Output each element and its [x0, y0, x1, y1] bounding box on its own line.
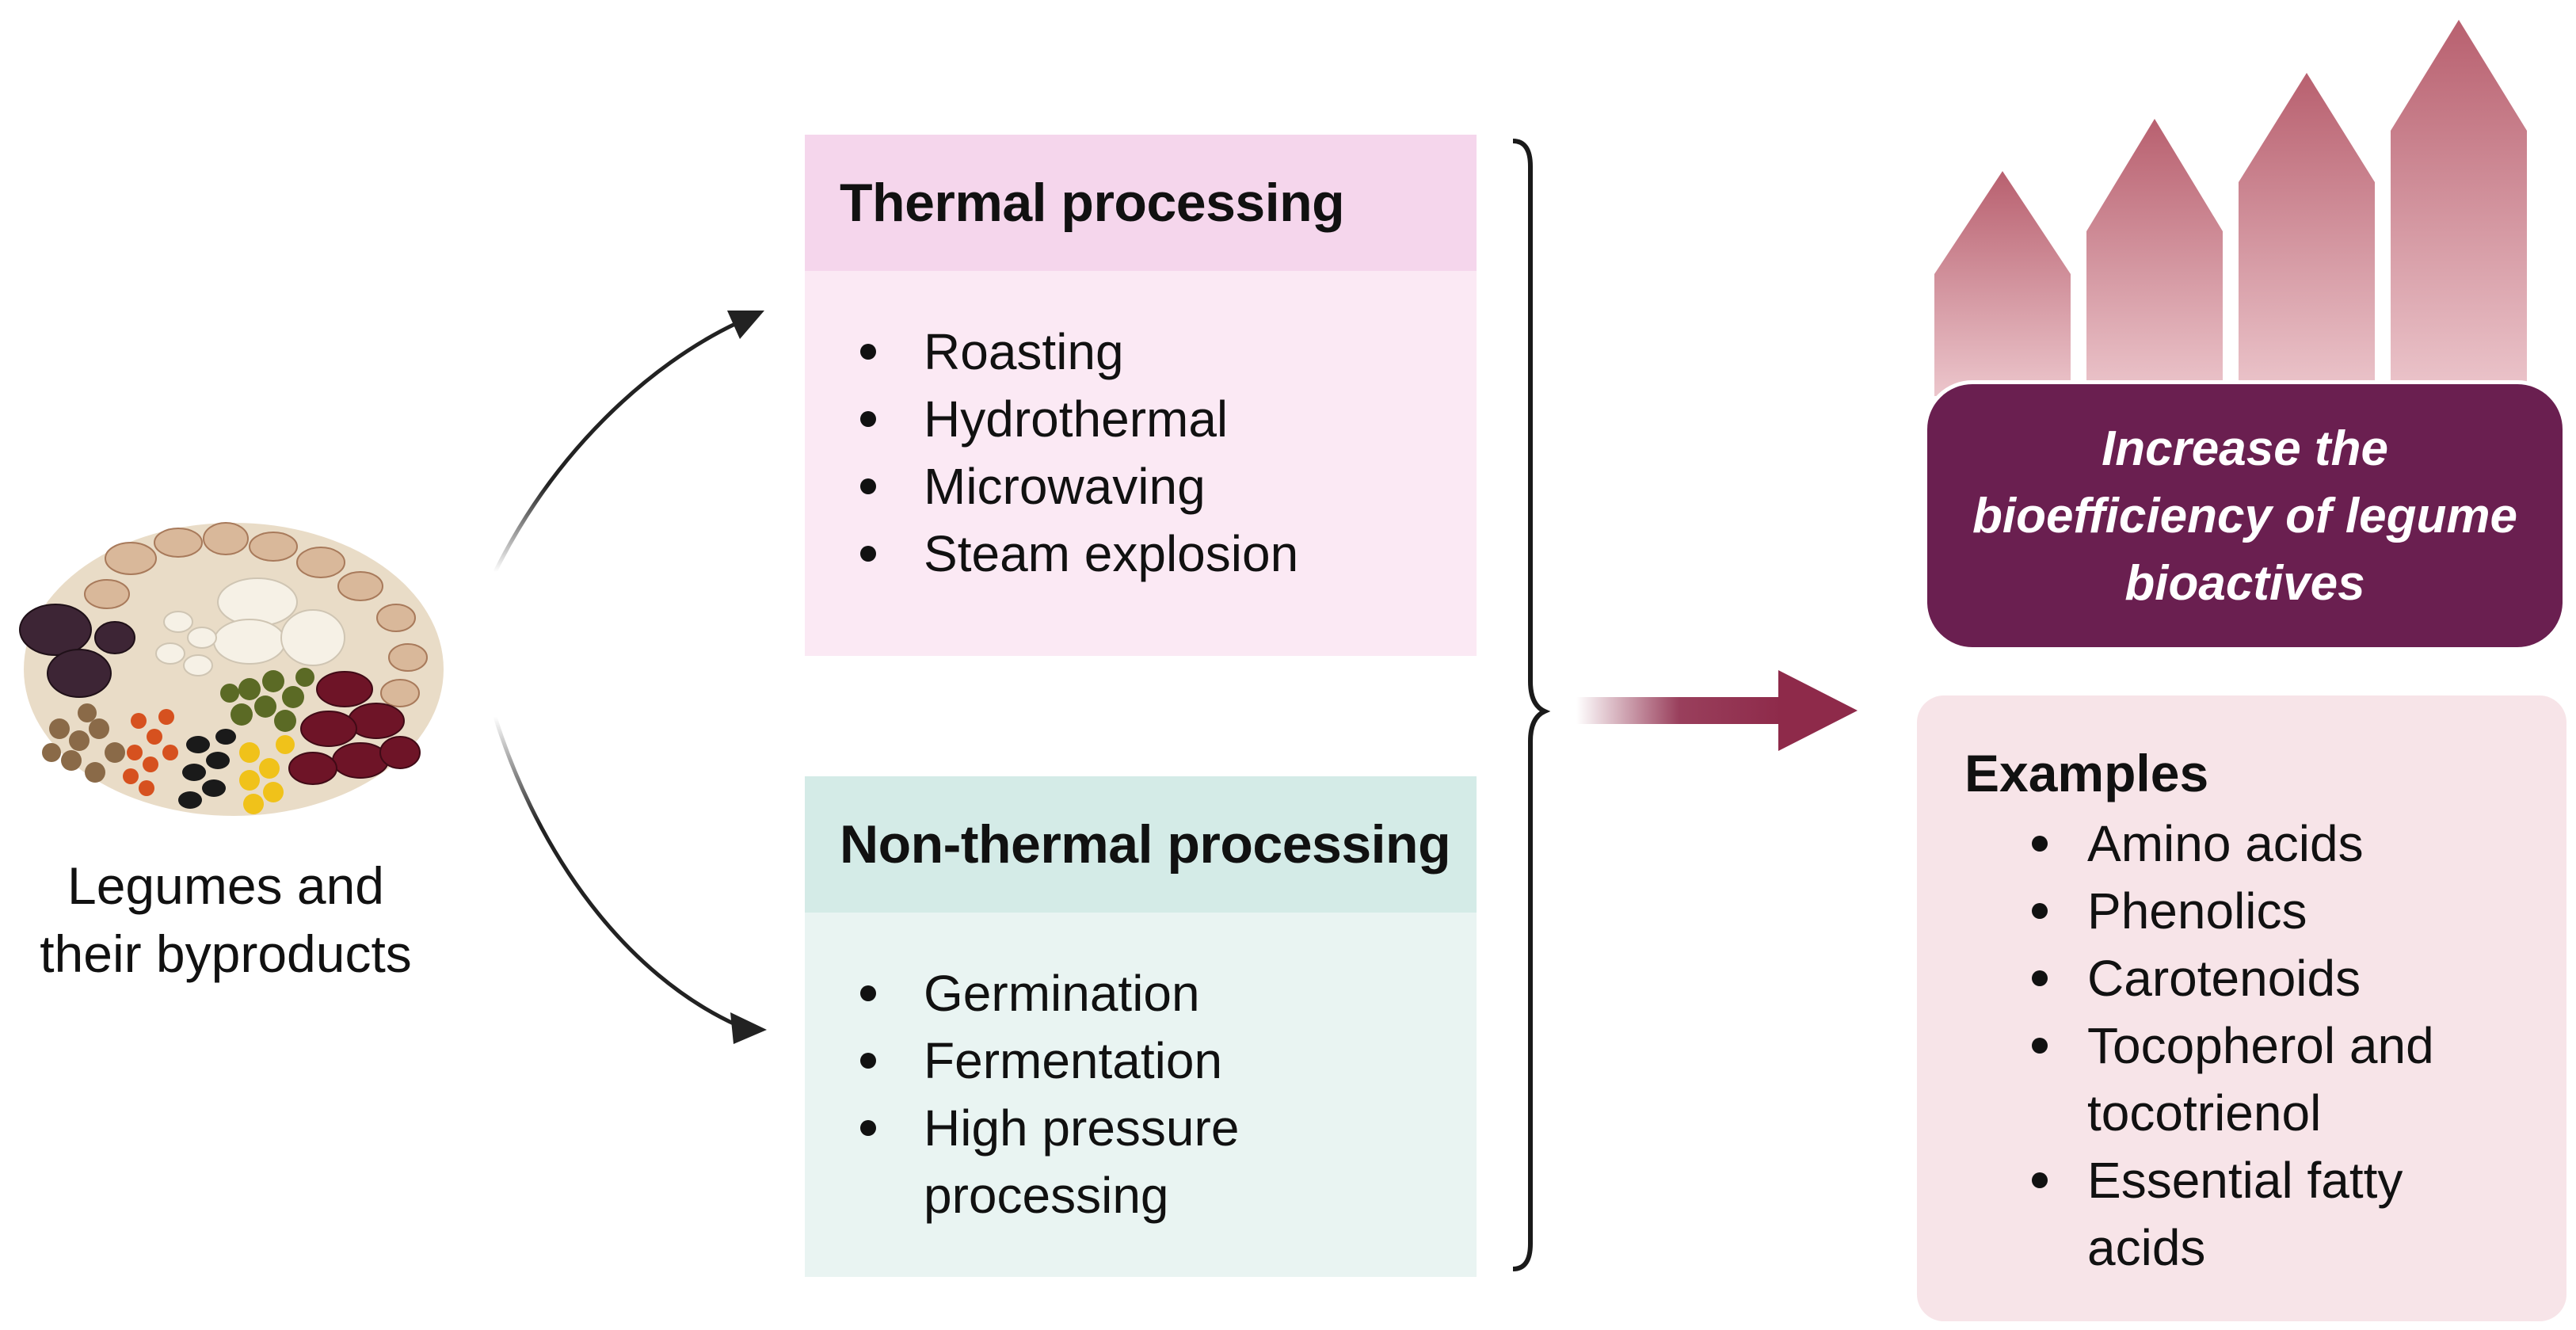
- thermal-processing-list-box: Roasting Hydrothermal Microwaving Steam …: [805, 271, 1477, 656]
- list-item: Roasting: [805, 318, 1298, 386]
- list-item: Tocopherol and tocotrienol: [1917, 1012, 2499, 1147]
- arrow-to-thermal: [493, 311, 764, 574]
- thermal-processing-list: Roasting Hydrothermal Microwaving Steam …: [805, 318, 1298, 588]
- legumes-image: [12, 499, 455, 824]
- list-item: Germination: [805, 960, 1336, 1027]
- nonthermal-processing-list: Germination Fermentation High pressure p…: [805, 960, 1336, 1229]
- list-item: Fermentation: [805, 1027, 1336, 1095]
- list-item: Amino acids: [1917, 810, 2499, 878]
- list-item: Essential fatty acids: [1917, 1147, 2499, 1282]
- list-item: High pressure processing: [805, 1095, 1336, 1229]
- outcome-banner: Increase the bioefficiency of legume bio…: [1923, 380, 2566, 651]
- nonthermal-title-text: Non-thermal processing: [840, 814, 1451, 875]
- nonthermal-processing-title: Non-thermal processing: [805, 776, 1477, 913]
- increase-arrows-icon: [1934, 20, 2527, 396]
- result-arrow: [1576, 670, 1858, 751]
- thermal-title-text: Thermal processing: [840, 173, 1345, 233]
- examples-title: Examples: [1964, 744, 2209, 802]
- thermal-processing-title: Thermal processing: [805, 135, 1477, 271]
- outcome-text: Increase the bioefficiency of legume bio…: [1972, 421, 2517, 611]
- arrow-to-nonthermal: [493, 716, 767, 1044]
- examples-list: Amino acids Phenolics Carotenoids Tocoph…: [1917, 810, 2499, 1282]
- list-item: Steam explosion: [805, 520, 1298, 588]
- nonthermal-processing-list-box: Germination Fermentation High pressure p…: [805, 913, 1477, 1277]
- list-item: Phenolics: [1917, 878, 2499, 945]
- list-item: Carotenoids: [1917, 945, 2499, 1012]
- list-item: Microwaving: [805, 453, 1298, 520]
- list-item: Hydrothermal: [805, 386, 1298, 453]
- examples-box: Examples Amino acids Phenolics Carotenoi…: [1917, 695, 2566, 1321]
- curly-bracket: [1512, 139, 1551, 1271]
- legumes-caption: Legumes and their byproducts: [40, 856, 412, 983]
